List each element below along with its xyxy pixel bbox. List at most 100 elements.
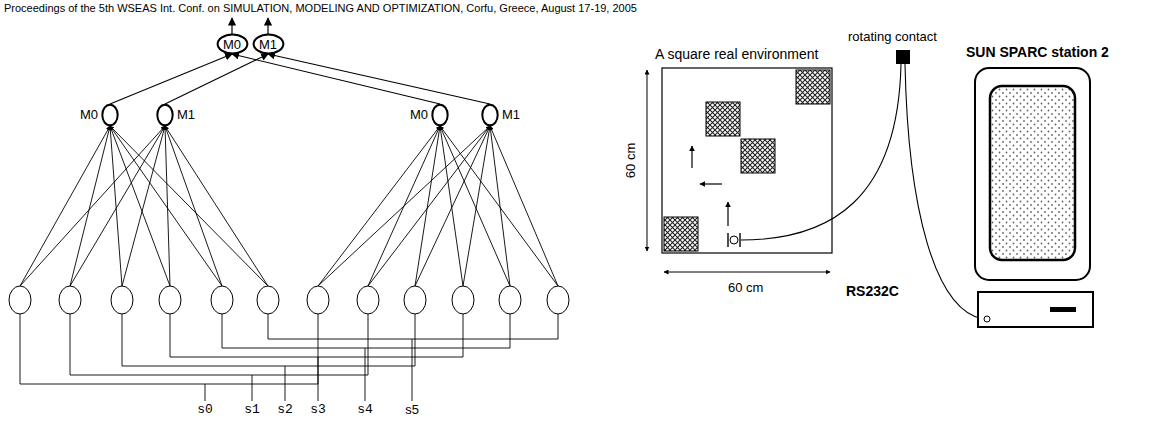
input-weight-line — [110, 126, 122, 286]
dimension-label: 60 cm — [728, 281, 763, 296]
cable — [905, 64, 983, 319]
robot — [728, 233, 740, 247]
input-neuron — [499, 286, 521, 314]
neuron-label: M0 — [80, 107, 98, 122]
input-weight-line — [368, 126, 490, 286]
obstacle — [706, 102, 740, 136]
input-weight-line — [318, 126, 490, 286]
input-weight-line — [415, 126, 440, 286]
output-arrow — [267, 18, 268, 34]
neuron: M1 — [253, 34, 284, 54]
input-neuron — [547, 286, 569, 314]
input-weight-line — [165, 126, 268, 286]
path-arrow — [727, 202, 728, 226]
neuron: M1 — [157, 104, 173, 126]
connection-line — [268, 54, 490, 104]
input-weight-line — [440, 126, 558, 286]
component-label: rotating contact — [848, 30, 937, 45]
obstacle — [796, 70, 830, 104]
interface-label: RS232C — [846, 283, 899, 299]
input-weight-line — [440, 126, 463, 286]
input-weight-line — [70, 126, 165, 286]
sensor-bus — [170, 314, 463, 357]
neuron-label: M1 — [259, 37, 277, 52]
input-neuron — [59, 286, 81, 314]
rotating-contact — [896, 50, 910, 64]
computer-label: SUN SPARC station 2 — [966, 44, 1109, 60]
input-weight-line — [165, 126, 222, 286]
input-weight-line — [415, 126, 490, 286]
input-neuron — [307, 286, 329, 314]
output-arrow — [231, 18, 232, 34]
neuron-outline — [432, 104, 448, 126]
input-weight-line — [70, 126, 110, 286]
dimension-label: 60 cm — [625, 142, 640, 177]
sensor-lead — [205, 384, 206, 401]
signal-name: s0 — [197, 403, 213, 418]
neuron-label: M0 — [410, 107, 428, 122]
serial-port — [984, 316, 990, 322]
input-weight-line — [490, 126, 558, 286]
neuron-label: M0 — [223, 37, 241, 52]
input-neuron — [111, 286, 133, 314]
page-header: Proceedings of the 5th WSEAS Int. Conf. … — [4, 2, 637, 15]
cable — [741, 64, 901, 240]
input-neuron — [211, 286, 233, 314]
signal-name: s3 — [310, 403, 326, 418]
sensor-bus — [222, 314, 510, 348]
sensor-lead — [318, 357, 319, 401]
connection-line — [110, 54, 232, 104]
input-weight-line — [20, 126, 165, 286]
dimension-line — [647, 70, 648, 251]
obstacle — [664, 217, 698, 251]
neuron-outline — [157, 104, 173, 126]
neuron-label: M1 — [502, 107, 520, 122]
signal-name: s2 — [277, 403, 293, 418]
sensor-lead — [365, 348, 366, 401]
path-arrow — [691, 146, 692, 168]
sensor-lead — [412, 339, 413, 401]
environment-title: A square real environment — [655, 46, 818, 62]
neuron: M0 — [217, 34, 248, 54]
input-neuron — [257, 286, 279, 314]
sensor-bus — [268, 314, 558, 339]
dimension-line — [664, 272, 830, 273]
input-weight-line — [463, 126, 490, 286]
input-neuron — [404, 286, 426, 314]
neuron: M0 — [102, 104, 118, 126]
input-neuron — [452, 286, 474, 314]
neuron-label: M1 — [177, 107, 195, 122]
obstacle — [741, 139, 775, 173]
input-weight-line — [318, 126, 440, 286]
input-neuron — [357, 286, 379, 314]
neuron-outline — [102, 104, 118, 126]
neuron: M1 — [482, 104, 498, 126]
input-neuron — [159, 286, 181, 314]
drive-slot — [1050, 307, 1076, 312]
monitor-screen — [990, 86, 1075, 260]
input-weight-line — [110, 126, 170, 286]
neuron-outline — [482, 104, 498, 126]
connection-line — [232, 54, 440, 104]
connection-line — [165, 54, 268, 104]
signal-name: s5 — [405, 403, 419, 418]
network-wires — [9, 126, 569, 401]
input-neuron — [9, 286, 31, 314]
monitor — [975, 68, 1090, 280]
input-weight-line — [110, 126, 222, 286]
signal-name: s4 — [357, 403, 373, 418]
sensor-bus — [20, 314, 318, 384]
environment-square — [662, 68, 832, 253]
sensor-lead — [285, 366, 286, 401]
input-weight-line — [110, 126, 268, 286]
sensor-bus — [122, 314, 415, 366]
signal-name: s1 — [244, 403, 260, 418]
sensor-lead — [252, 375, 253, 401]
neuron: M0 — [432, 104, 448, 126]
path-arrow — [700, 183, 722, 184]
input-weight-line — [122, 126, 165, 286]
input-weight-line — [20, 126, 110, 286]
